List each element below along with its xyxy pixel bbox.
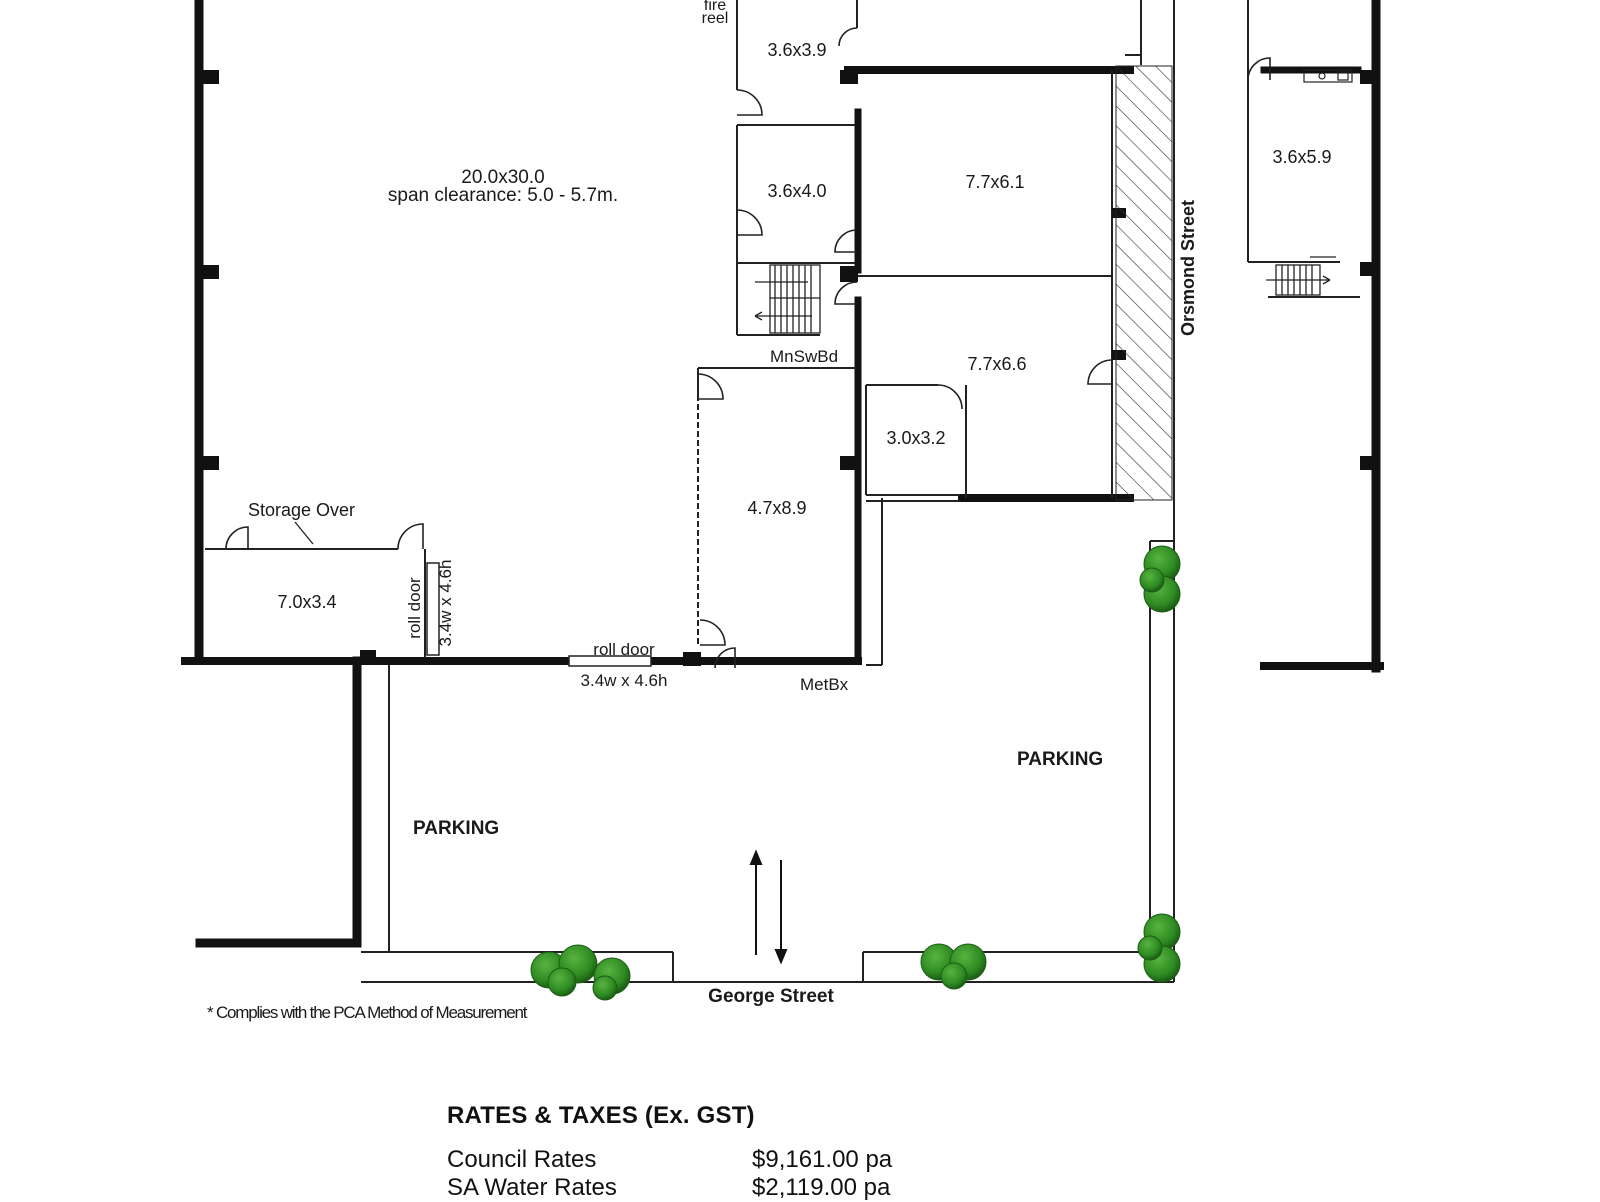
traffic-arrows <box>749 849 788 965</box>
room-main-hall-note: span clearance: 5.0 - 5.7m. <box>388 185 618 206</box>
roll-door-side-size: 3.4w x 4.6h <box>436 560 455 647</box>
room-4-7x8-9: 4.7x8.9 <box>747 498 806 518</box>
sa-water-rates-label: SA Water Rates <box>447 1174 617 1201</box>
kitchenette <box>1303 69 1353 83</box>
roll-doors <box>426 562 652 667</box>
parking-left-label: PARKING <box>413 818 499 839</box>
partitions <box>205 0 1360 983</box>
roll-door-side-label: roll door <box>405 577 424 639</box>
room-3-6x5-9: 3.6x5.9 <box>1272 147 1331 167</box>
walls <box>181 0 1384 948</box>
parking-right-label: PARKING <box>1017 749 1103 770</box>
rates-title: RATES & TAXES (Ex. GST) <box>447 1102 755 1129</box>
stairs <box>754 256 1336 334</box>
room-3-6x4-0: 3.6x4.0 <box>767 181 826 201</box>
fire-reel-label-line2: reel <box>702 10 729 27</box>
annotation-labels: fire reel Storage Over MnSwBd MetBx roll… <box>207 0 1198 1022</box>
room-3-6x3-9: 3.6x3.9 <box>767 40 826 60</box>
room-7-7x6-6: 7.7x6.6 <box>967 354 1026 374</box>
george-street-label: George Street <box>708 986 834 1007</box>
council-rates-value: $9,161.00 pa <box>752 1146 893 1173</box>
pca-method-note: * Complies with the PCA Method of Measur… <box>207 1003 528 1022</box>
storage-over-label: Storage Over <box>248 500 355 520</box>
meter-box-label: MetBx <box>800 675 849 694</box>
fire-reel-label-line1: fire <box>704 0 726 14</box>
main-switchboard-label: MnSwBd <box>770 347 838 366</box>
rate-row: Council Rates $9,161.00 pa <box>447 1146 1047 1174</box>
room-labels: 20.0x30.0 span clearance: 5.0 - 5.7m. 3.… <box>277 40 1331 612</box>
roll-door-front-label: roll door <box>593 640 655 659</box>
trees <box>530 545 1181 1001</box>
sa-water-rates-value: $2,119.00 pa <box>752 1174 891 1201</box>
room-main-hall-size: 20.0x30.0 <box>461 167 544 188</box>
door-swings <box>225 27 1271 669</box>
room-7-0x3-4: 7.0x3.4 <box>277 592 336 612</box>
orsmond-street-label: Orsmond Street <box>1178 200 1198 336</box>
rates-and-taxes: RATES & TAXES (Ex. GST) Council Rates $9… <box>447 1102 1047 1202</box>
storage-over-leader <box>294 521 314 545</box>
rate-row: SA Water Rates $2,119.00 pa <box>447 1174 1047 1202</box>
council-rates-label: Council Rates <box>447 1146 597 1173</box>
room-3-0x3-2: 3.0x3.2 <box>886 428 945 448</box>
roll-door-front-size: 3.4w x 4.6h <box>581 671 668 690</box>
hatched-strip <box>1115 65 1173 501</box>
room-7-7x6-1: 7.7x6.1 <box>965 172 1024 192</box>
